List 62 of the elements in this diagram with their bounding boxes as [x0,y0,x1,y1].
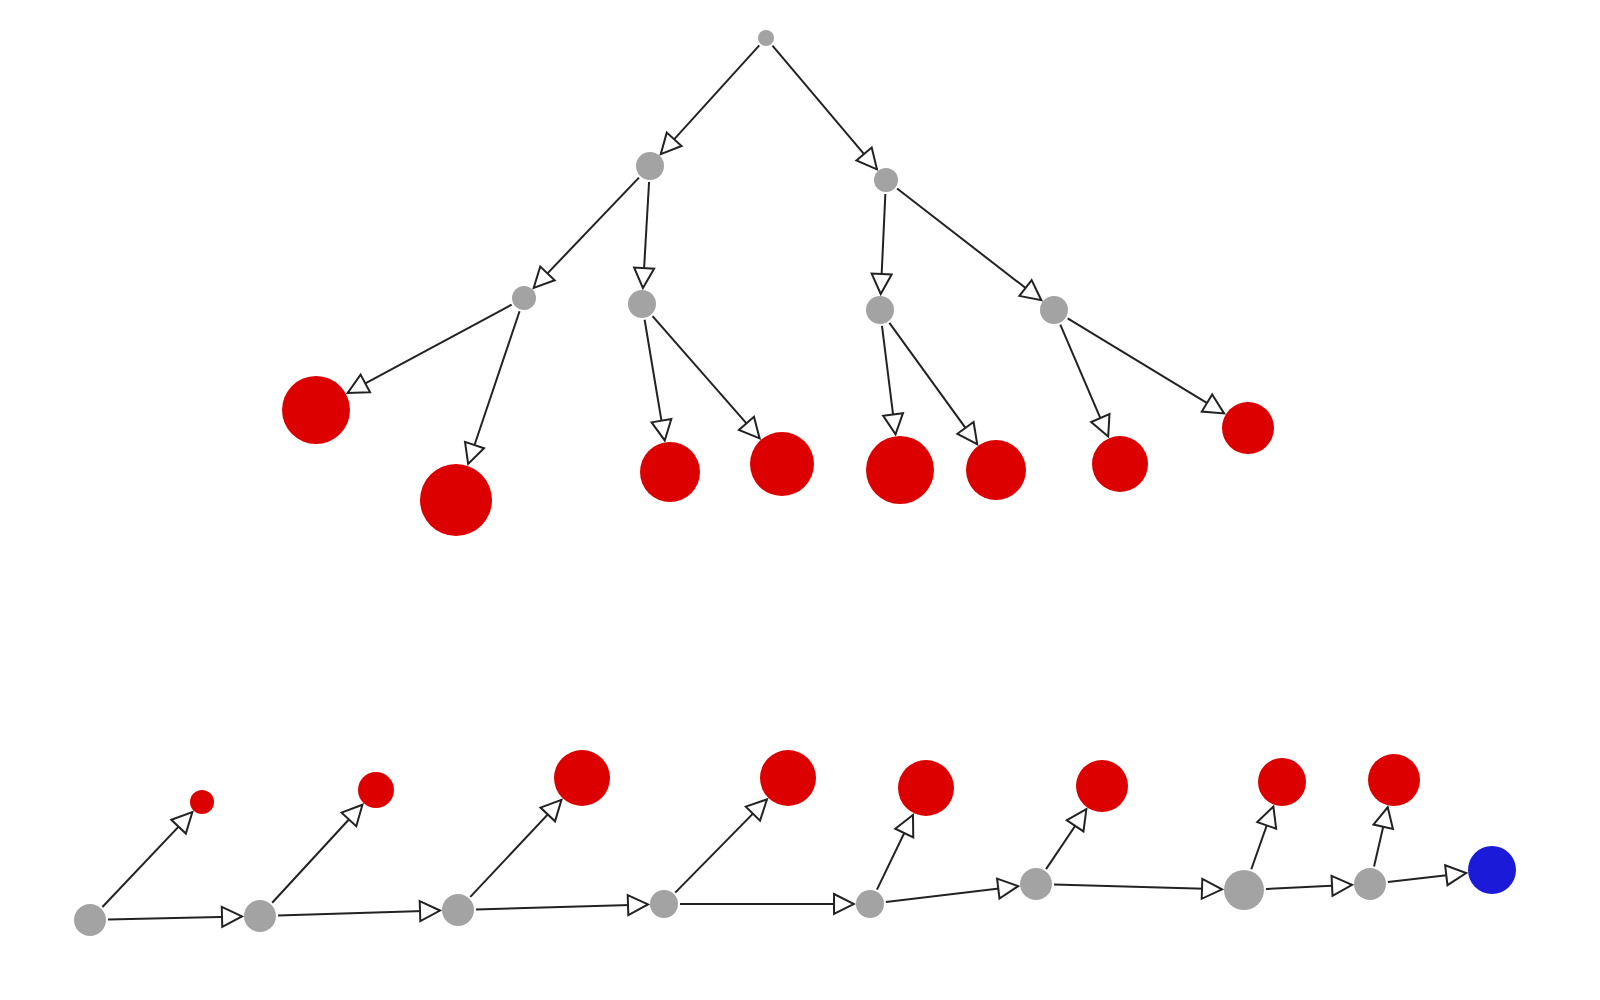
dot-node [856,890,884,918]
circle-node [760,750,816,806]
circle-node [1258,758,1306,806]
dot-node [512,286,536,310]
arrow [469,798,563,898]
circle-node [190,790,214,814]
arrow [1265,874,1353,897]
dot-node [1224,870,1264,910]
arrow [659,44,761,156]
arrow [884,877,1020,904]
arrow [771,44,878,171]
arrow [881,324,904,436]
arrow [643,318,673,442]
circle-node [966,440,1026,500]
arrow [870,193,893,295]
circle-node [866,436,934,504]
arrow [271,803,364,904]
dot-node [442,894,474,926]
arrow [1250,805,1278,871]
arrow [1066,317,1226,415]
dot-node [874,168,898,192]
dot-node [628,290,656,318]
arrow [888,321,979,446]
dot-node [758,30,774,46]
arrow [1372,806,1394,868]
dot-node [650,890,678,918]
circle-node [898,760,954,816]
circle-node [750,432,814,496]
arrow [679,893,855,915]
circle-node [554,750,610,806]
arrow [475,894,649,917]
dot-node [1020,868,1052,900]
dot-node [866,296,894,324]
arrow [107,905,243,928]
circle-node [1368,754,1420,806]
arrow [464,310,521,465]
arrow [1045,808,1088,871]
arrow [1059,323,1111,438]
arrow [1053,877,1223,900]
dot-node [1354,868,1386,900]
arrow [346,303,513,394]
dot-node [244,900,276,932]
arrow [651,315,761,440]
arrow [633,180,656,290]
arrow [674,798,768,894]
arrow [1386,864,1468,887]
circle-node [358,772,394,808]
circle-node [1076,760,1128,812]
arrow [532,176,640,289]
dot-node [1040,296,1068,324]
terminal-circle [1468,846,1516,894]
circle-node [420,464,492,536]
arrow [875,814,915,891]
circle-node [1092,436,1148,492]
arrow [277,900,441,923]
circle-node [640,442,700,502]
circle-node [1222,402,1274,454]
dot-node [74,904,106,936]
arrow [101,811,194,908]
circle-node [282,376,350,444]
dot-node [636,152,664,180]
arrow [896,187,1043,302]
